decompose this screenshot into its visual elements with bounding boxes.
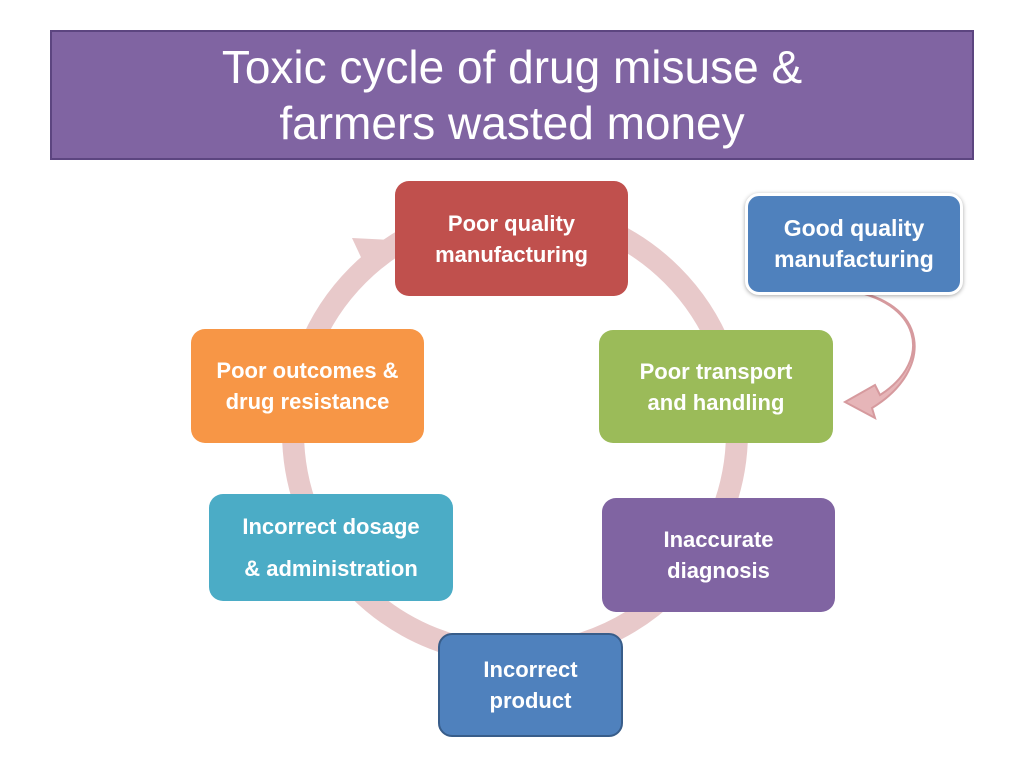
node-incorrect-product: Incorrect product — [438, 633, 623, 737]
title-line-2: farmers wasted money — [279, 97, 745, 149]
curved-arrow-icon — [842, 289, 916, 421]
node-incorrect-dosage: Incorrect dosage & administration — [209, 494, 453, 601]
node-inaccurate-diagnosis: Inaccurate diagnosis — [602, 498, 835, 612]
node-poor-outcomes: Poor outcomes & drug resistance — [191, 329, 424, 443]
node-poor-transport: Poor transport and handling — [599, 330, 833, 443]
title-line-1: Toxic cycle of drug misuse & — [221, 41, 803, 93]
slide-title: Toxic cycle of drug misuse & farmers was… — [50, 30, 974, 160]
cycle-arrowhead-icon — [352, 238, 392, 268]
node-poor-quality-manufacturing: Poor quality manufacturing — [395, 181, 628, 296]
node-good-quality-manufacturing: Good quality manufacturing — [745, 193, 963, 295]
